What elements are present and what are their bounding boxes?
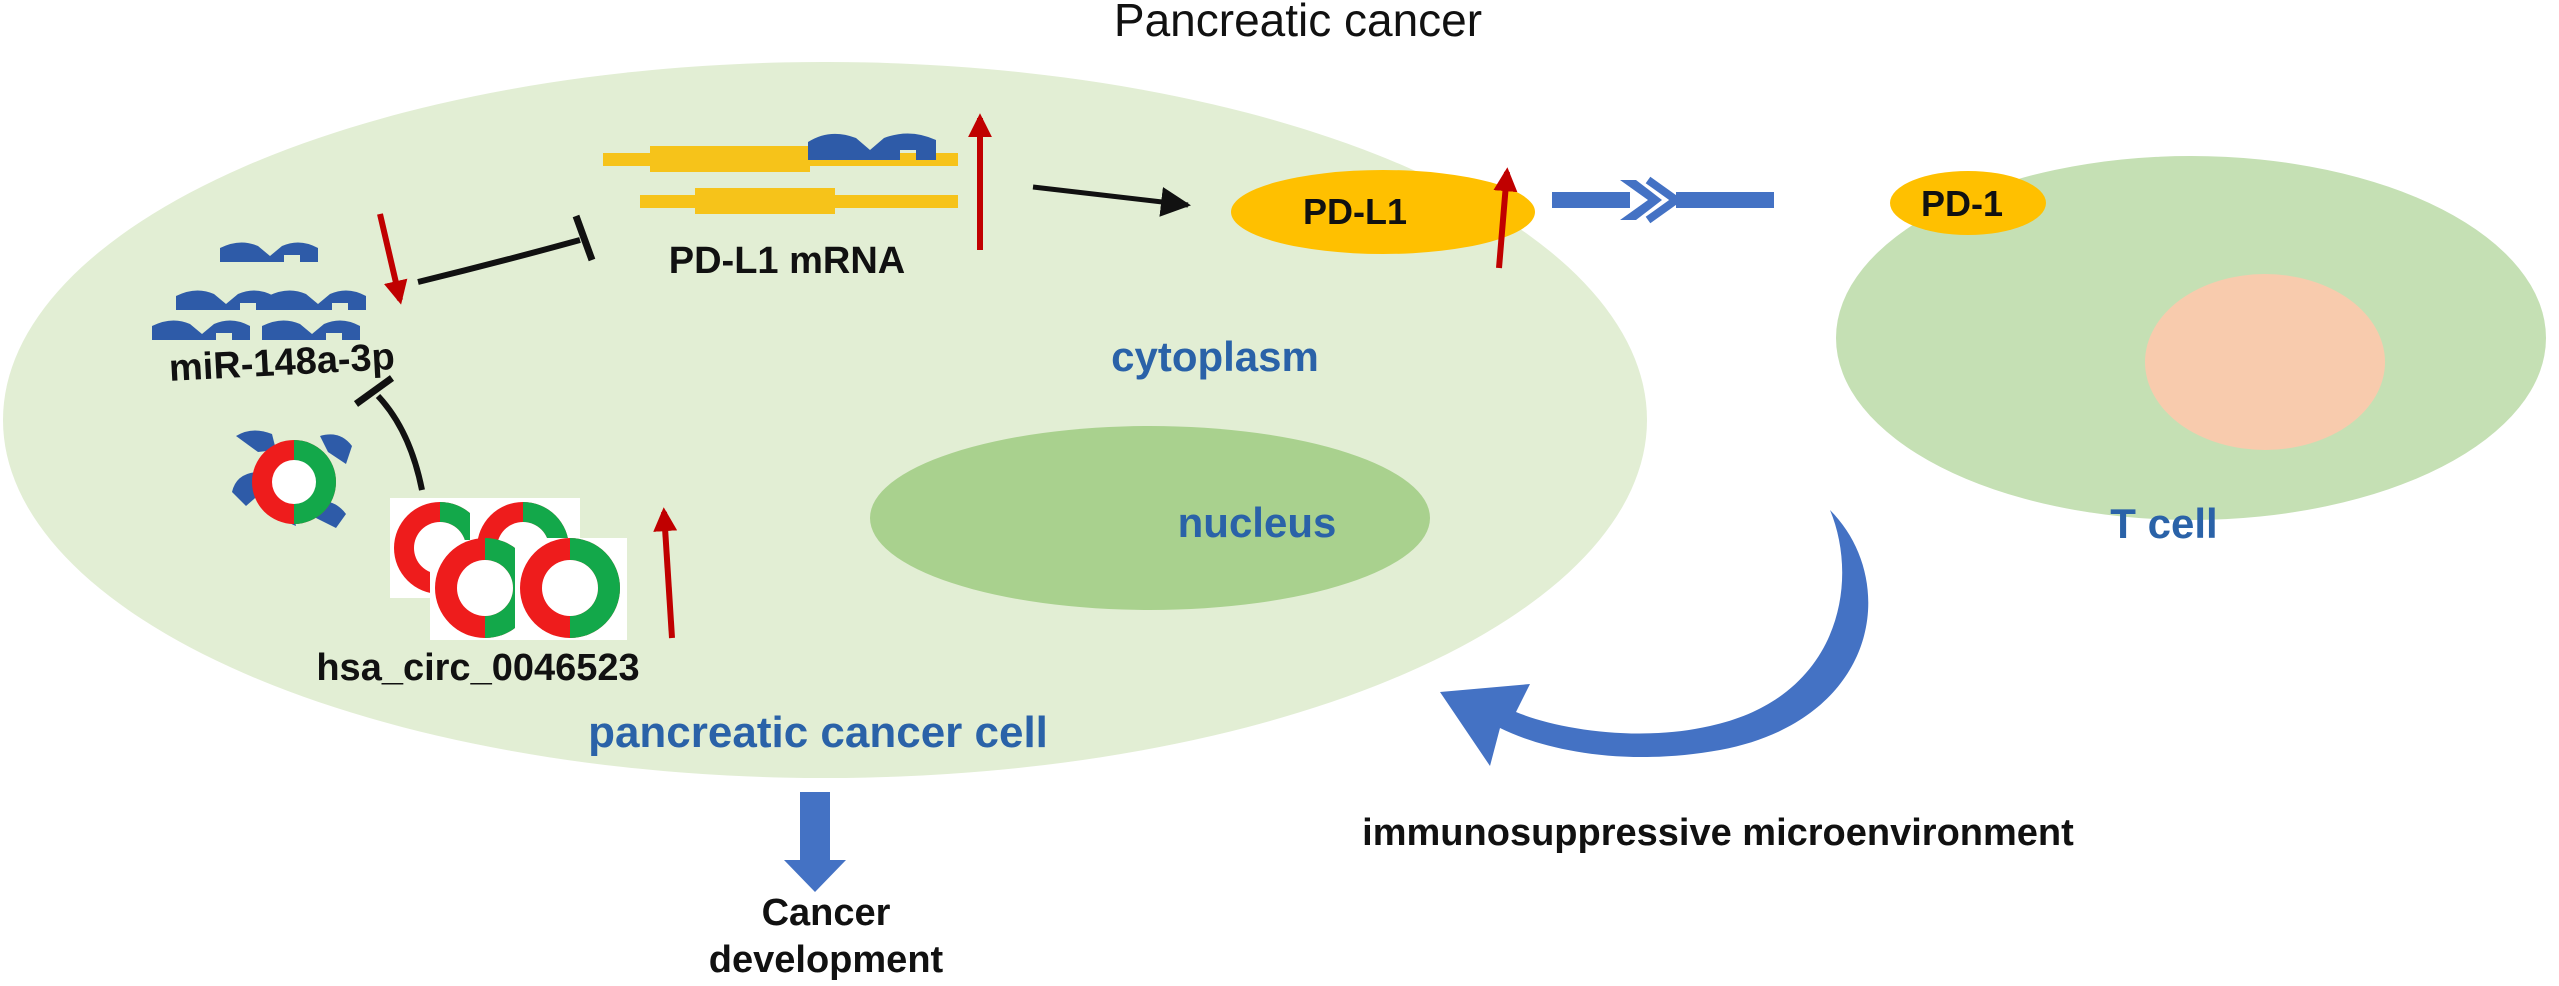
t-cell-label: T cell (2110, 500, 2217, 547)
pd-l1-mrna-strands (603, 133, 958, 214)
red-up-arrow-icon (1493, 167, 1518, 269)
nucleus-shape (870, 426, 1430, 610)
cytoplasm-label: cytoplasm (1111, 333, 1319, 380)
feedback-curved-arrow-icon (1440, 510, 1869, 766)
cancer-development-label-line1: Cancer (762, 892, 891, 934)
pancreatic-cancer-cell (3, 62, 1647, 778)
circrna-cluster-icon (390, 498, 627, 640)
blue-binding-connector-icon (1552, 176, 1774, 224)
pd-1-label: PD-1 (1921, 183, 2003, 224)
blue-block-arrow-icon (784, 792, 846, 892)
inhibition-line-mirna (417, 237, 581, 285)
inhibition-line-circ (375, 393, 425, 491)
pancreatic-cancer-cell-label: pancreatic cancer cell (588, 708, 1048, 757)
pd-l1-protein (1231, 170, 1535, 254)
diagram-title: Pancreatic cancer (1114, 0, 1482, 46)
pd-l1-label: PD-L1 (1303, 191, 1407, 232)
red-up-arrow-icon (653, 507, 678, 639)
circrna-mirna-complex-icon (232, 430, 352, 528)
red-down-arrow-icon (377, 213, 408, 305)
translation-arrow (1032, 184, 1191, 217)
inhibition-bar-icon (572, 214, 596, 262)
pd-l1-mrna-label: PD-L1 mRNA (669, 240, 905, 282)
immunosuppressive-label: immunosuppressive microenvironment (1362, 812, 2074, 854)
cancer-development-label-line2: development (709, 939, 944, 981)
circrna-label: hsa_circ_0046523 (316, 647, 639, 689)
pd-1-receptor (1890, 171, 2046, 235)
t-cell-nucleus (2145, 274, 2385, 450)
inhibition-bar-icon (353, 375, 395, 407)
nucleus-label: nucleus (1178, 499, 1337, 546)
mirna-cluster-icon (152, 242, 366, 340)
